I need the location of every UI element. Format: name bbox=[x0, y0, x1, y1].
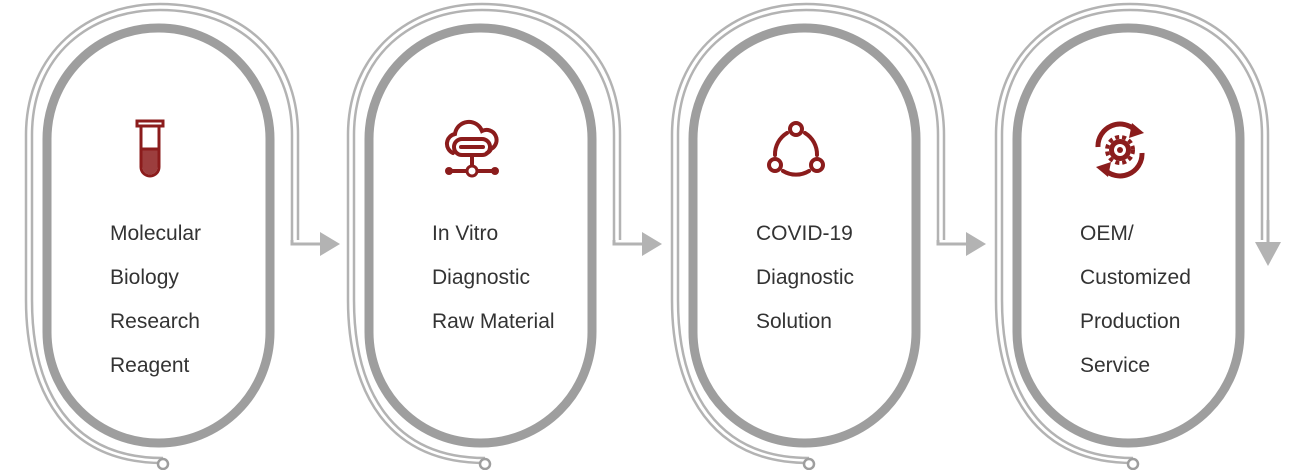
step-label-line: Solution bbox=[756, 310, 832, 333]
inner-ring bbox=[1012, 23, 1245, 448]
step-label-line: COVID-19 bbox=[756, 222, 853, 245]
capsule-frame bbox=[24, 2, 300, 470]
inner-ring bbox=[364, 23, 597, 448]
connector-node bbox=[802, 457, 816, 470]
connector-node bbox=[1126, 457, 1140, 470]
flow-arrow-down-icon bbox=[1255, 220, 1281, 266]
step-label-line: OEM/ bbox=[1080, 222, 1134, 245]
connector-node bbox=[156, 457, 170, 470]
step-label-line: Production bbox=[1080, 310, 1181, 333]
step-label-line: Biology bbox=[110, 266, 179, 289]
step-label-line: Research bbox=[110, 310, 200, 333]
cloud-network-icon bbox=[432, 110, 512, 190]
step-label-line: In Vitro bbox=[432, 222, 499, 245]
outer-ring bbox=[676, 8, 940, 460]
outer-ring bbox=[30, 8, 294, 460]
flow-arrow-right-icon bbox=[936, 232, 986, 256]
step-label-line: Service bbox=[1080, 354, 1151, 377]
flow-arrow-right-icon bbox=[612, 232, 662, 256]
connector-node bbox=[478, 457, 492, 470]
capsule-frame bbox=[670, 2, 946, 470]
inner-ring bbox=[688, 23, 921, 448]
test-tube-icon bbox=[110, 110, 190, 190]
outer-ring bbox=[24, 2, 300, 465]
capsule-frame bbox=[346, 2, 622, 470]
step-label-line: Reagent bbox=[110, 354, 190, 377]
outer-ring bbox=[1000, 8, 1264, 460]
step-label-line: Diagnostic bbox=[756, 266, 855, 289]
gear-cycle-icon bbox=[1080, 110, 1160, 190]
outer-ring bbox=[994, 2, 1270, 465]
outer-ring bbox=[670, 2, 946, 465]
step-label-line: Molecular bbox=[110, 222, 202, 245]
inner-ring bbox=[42, 23, 275, 448]
outer-ring bbox=[346, 2, 622, 465]
outer-ring bbox=[352, 8, 616, 460]
step-label-line: Customized bbox=[1080, 266, 1191, 289]
three-node-cycle-icon bbox=[756, 110, 836, 190]
step-label-line: Raw Material bbox=[432, 310, 555, 333]
flow-arrow-right-icon bbox=[290, 232, 340, 256]
capsule-frame bbox=[994, 2, 1270, 470]
step-label-line: Diagnostic bbox=[432, 266, 531, 289]
